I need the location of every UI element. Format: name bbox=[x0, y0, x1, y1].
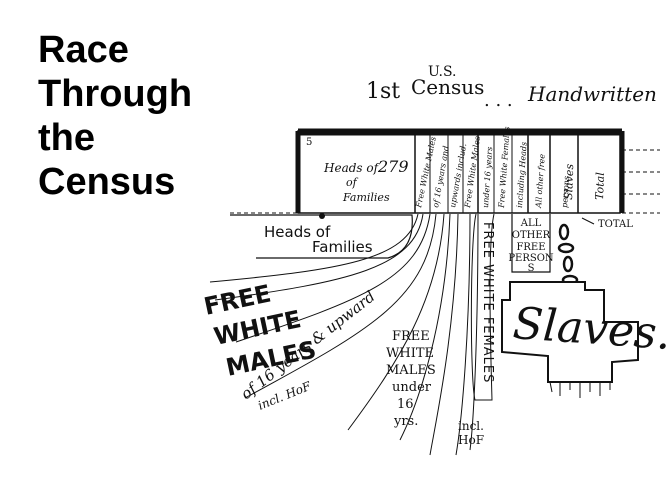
svg-text:Families: Families bbox=[312, 238, 373, 256]
page-title: Race Through the Census bbox=[38, 28, 192, 204]
svg-text:16: 16 bbox=[397, 397, 414, 412]
svg-text:OTHER: OTHER bbox=[512, 230, 551, 241]
slaves-block: Slaves. bbox=[501, 281, 669, 398]
heads-of-families-group: Heads of Families bbox=[230, 213, 413, 259]
svg-text:FREE: FREE bbox=[516, 242, 545, 253]
handwritten-label: Handwritten bbox=[527, 82, 657, 106]
svg-text:yrs.: yrs. bbox=[393, 414, 418, 429]
first-label: 1st bbox=[366, 79, 400, 104]
slaves-label: Slaves. bbox=[511, 298, 669, 360]
svg-text:under 16 years: under 16 years bbox=[481, 146, 494, 208]
svg-text:All other free: All other free bbox=[534, 153, 547, 209]
svg-text:MALES: MALES bbox=[386, 363, 436, 378]
svg-text:incl.: incl. bbox=[458, 419, 484, 433]
svg-text:FREE: FREE bbox=[392, 329, 430, 344]
dots-label: . . . bbox=[484, 90, 513, 111]
svg-text:ALL: ALL bbox=[520, 218, 542, 229]
svg-text:under: under bbox=[392, 380, 432, 395]
free-white-females: FREE WHITE FEMALES incl. HoF bbox=[458, 213, 495, 447]
svg-text:HoF: HoF bbox=[458, 433, 484, 447]
free-white-males-16-up: FREE WHITE MALES of 16 years & upward in… bbox=[201, 279, 378, 412]
title-line-2: Through bbox=[38, 73, 193, 115]
us-label: U.S. bbox=[428, 64, 457, 80]
header-note: 1st U.S. Census . . . Handwritten bbox=[366, 64, 657, 111]
ledger-box: 5 Heads of 279 of Families Free White Ma… bbox=[230, 126, 660, 214]
svg-text:Total: Total bbox=[593, 172, 607, 201]
ledger-heads-label: Heads of bbox=[323, 161, 381, 175]
census-label: Census bbox=[411, 75, 484, 99]
svg-text:PERSON: PERSON bbox=[508, 253, 554, 264]
free-white-males-under-16: FREE WHITE MALES under 16 yrs. bbox=[386, 329, 436, 429]
title-line-1: Race bbox=[38, 29, 129, 71]
flow-lines bbox=[209, 213, 479, 456]
total-label: TOTAL bbox=[598, 219, 633, 230]
svg-text:Slaves: Slaves bbox=[562, 163, 576, 200]
svg-text:Families: Families bbox=[342, 191, 390, 204]
svg-text:S: S bbox=[528, 263, 535, 274]
svg-text:FREE WHITE FEMALES: FREE WHITE FEMALES bbox=[480, 222, 495, 383]
all-other-free-persons: ALL OTHER FREE PERSON S bbox=[508, 214, 554, 274]
title-line-3: the bbox=[38, 117, 95, 159]
ledger-heads-number: 279 bbox=[377, 157, 409, 176]
corner-mark: 5 bbox=[306, 137, 312, 148]
heads-of-families-label: Heads of bbox=[264, 223, 331, 241]
svg-text:WHITE: WHITE bbox=[386, 346, 434, 361]
title-line-4: Census bbox=[38, 161, 176, 203]
svg-text:of: of bbox=[346, 176, 359, 189]
svg-text:persons: persons bbox=[560, 176, 571, 208]
